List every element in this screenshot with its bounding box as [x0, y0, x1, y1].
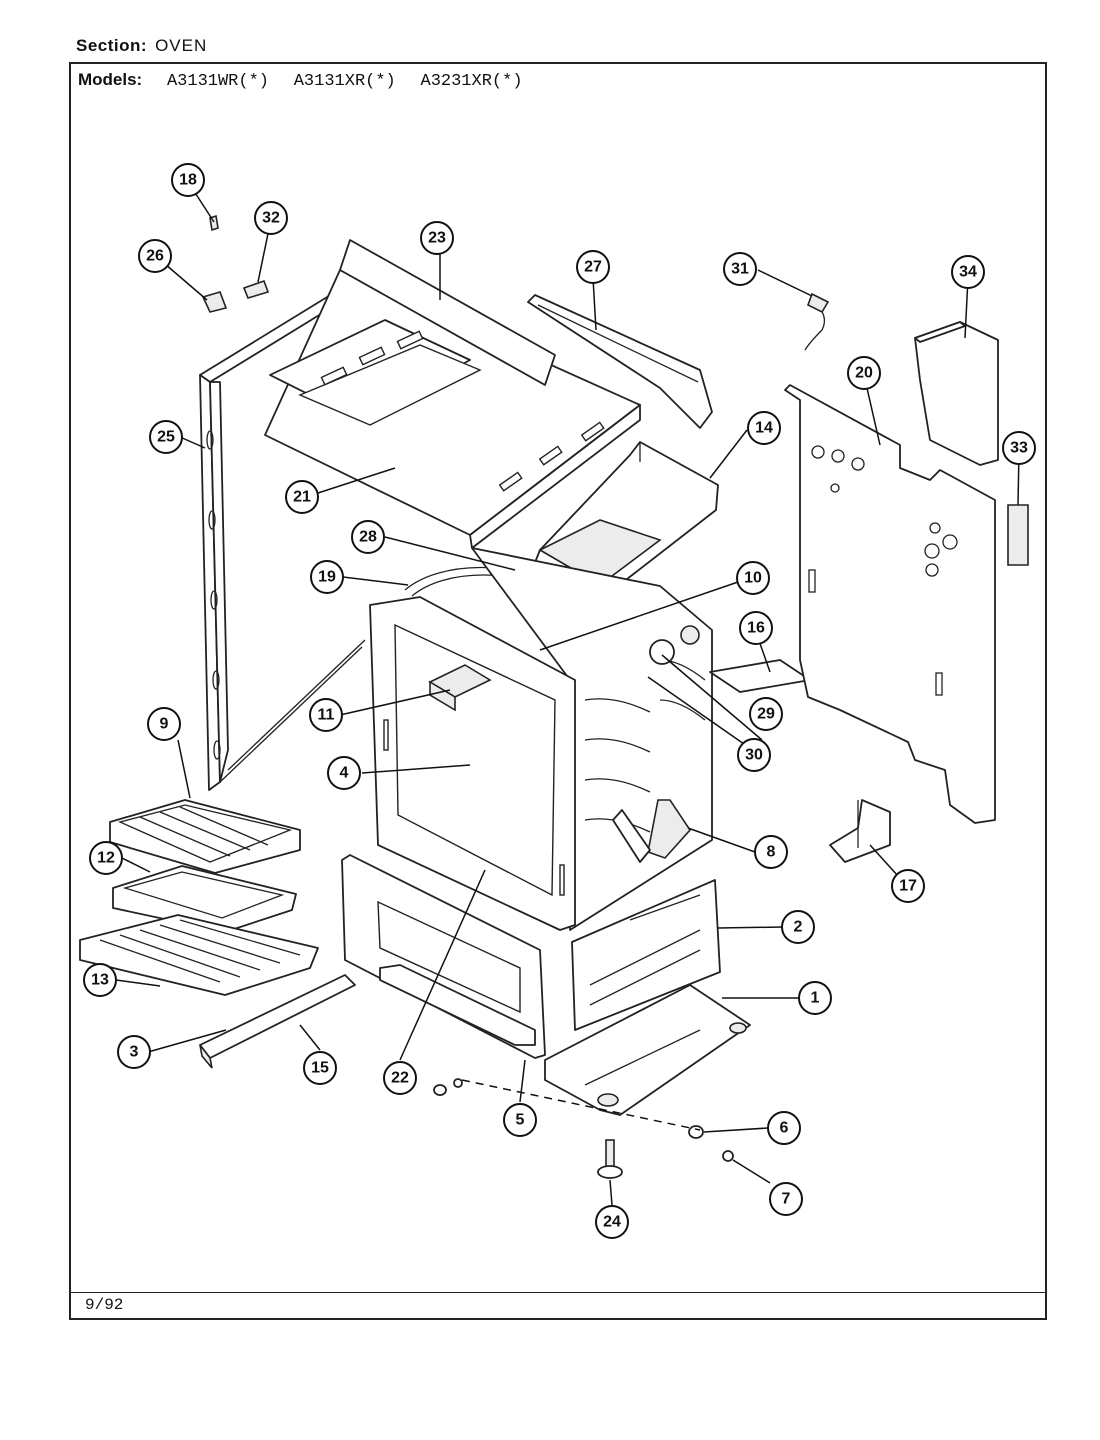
callout-number: 16	[747, 620, 765, 637]
callout-number: 10	[744, 570, 762, 587]
callout-number: 6	[780, 1120, 789, 1137]
callout-10: 10	[736, 561, 770, 595]
callout-number: 22	[391, 1070, 409, 1087]
callout-number: 7	[782, 1191, 791, 1208]
part-broil-element	[428, 664, 492, 712]
callout-23: 23	[420, 221, 454, 255]
callout-6: 6	[767, 1111, 801, 1145]
callout-number: 1	[811, 990, 820, 1007]
callout-number: 26	[146, 248, 164, 265]
callout-34: 34	[951, 255, 985, 289]
callout-number: 28	[359, 529, 377, 546]
callout-number: 31	[731, 261, 749, 278]
callout-number: 32	[262, 210, 280, 227]
callout-number: 25	[157, 429, 175, 446]
part-insulation-panel	[709, 659, 811, 693]
callout-14: 14	[747, 411, 781, 445]
part-rear-cover	[914, 321, 999, 466]
diagram-frame	[69, 62, 1047, 1320]
callout-number: 20	[855, 365, 873, 382]
callout-20: 20	[847, 356, 881, 390]
part-side-panel	[199, 282, 366, 791]
part-bracket	[829, 799, 891, 863]
part-fasteners	[433, 1078, 734, 1179]
part-base-frame	[544, 984, 751, 1116]
model-number-1: A3131WR(*)	[166, 72, 269, 91]
models-heading: Models: A3131WR(*) A3131XR(*) A3231XR(*)	[78, 70, 523, 91]
section-label: Section:	[76, 36, 148, 55]
callout-32: 32	[254, 201, 288, 235]
part-oven-racks	[79, 799, 319, 996]
callout-number: 8	[767, 844, 776, 861]
callout-number: 24	[603, 1214, 621, 1231]
callout-29: 29	[749, 697, 783, 731]
callout-number: 19	[318, 569, 336, 586]
callout-2: 2	[781, 910, 815, 944]
callout-number: 29	[757, 706, 775, 723]
section-value: OVEN	[155, 36, 208, 55]
part-lower-side-panel	[571, 879, 721, 1031]
part-slide-rail	[199, 974, 356, 1069]
revision-date: 9/92	[85, 1296, 124, 1314]
callout-number: 4	[340, 765, 349, 782]
callout-number: 13	[91, 972, 109, 989]
callout-number: 14	[755, 420, 773, 437]
part-vent-panel	[527, 294, 713, 429]
part-back-panel	[784, 384, 996, 824]
model-number-3: A3231XR(*)	[420, 72, 523, 91]
callout-3: 3	[117, 1035, 151, 1069]
callout-number: 30	[745, 747, 763, 764]
callout-number: 18	[179, 172, 197, 189]
callout-number: 33	[1010, 440, 1028, 457]
part-door-hinge	[612, 799, 692, 863]
callout-number: 15	[311, 1060, 329, 1077]
callout-4: 4	[327, 756, 361, 790]
callout-17: 17	[891, 869, 925, 903]
callout-1: 1	[798, 981, 832, 1015]
callout-12: 12	[89, 841, 123, 875]
callout-26: 26	[138, 239, 172, 273]
callout-16: 16	[739, 611, 773, 645]
callout-number: 3	[130, 1044, 139, 1061]
callout-11: 11	[309, 698, 343, 732]
callout-number: 2	[794, 919, 803, 936]
callout-number: 11	[318, 707, 335, 724]
callout-27: 27	[576, 250, 610, 284]
callout-number: 5	[516, 1112, 525, 1129]
callout-number: 23	[428, 230, 446, 247]
callout-number: 9	[160, 716, 169, 733]
callout-22: 22	[383, 1061, 417, 1095]
callout-number: 34	[959, 264, 977, 281]
part-terminal-block	[1007, 504, 1029, 566]
callout-5: 5	[503, 1103, 537, 1137]
part-broiler-drawer	[341, 854, 546, 1059]
callout-number: 12	[97, 850, 115, 867]
part-power-cord	[804, 292, 830, 351]
callout-19: 19	[310, 560, 344, 594]
callout-31: 31	[723, 252, 757, 286]
callout-25: 25	[149, 420, 183, 454]
part-small-components	[201, 214, 270, 313]
callout-21: 21	[285, 480, 319, 514]
callout-30: 30	[737, 738, 771, 772]
part-top-frame	[264, 239, 641, 549]
callout-8: 8	[754, 835, 788, 869]
callout-9: 9	[147, 707, 181, 741]
callout-13: 13	[83, 963, 117, 997]
callout-number: 21	[293, 489, 311, 506]
callout-33: 33	[1002, 431, 1036, 465]
callout-number: 17	[899, 878, 917, 895]
callout-18: 18	[171, 163, 205, 197]
callout-15: 15	[303, 1051, 337, 1085]
callout-28: 28	[351, 520, 385, 554]
callout-7: 7	[769, 1182, 803, 1216]
model-number-2: A3131XR(*)	[293, 72, 396, 91]
footer-rule	[69, 1292, 1047, 1293]
callout-number: 27	[584, 259, 602, 276]
callout-24: 24	[595, 1205, 629, 1239]
models-label: Models:	[78, 70, 143, 89]
section-heading: Section: OVEN	[76, 36, 207, 56]
